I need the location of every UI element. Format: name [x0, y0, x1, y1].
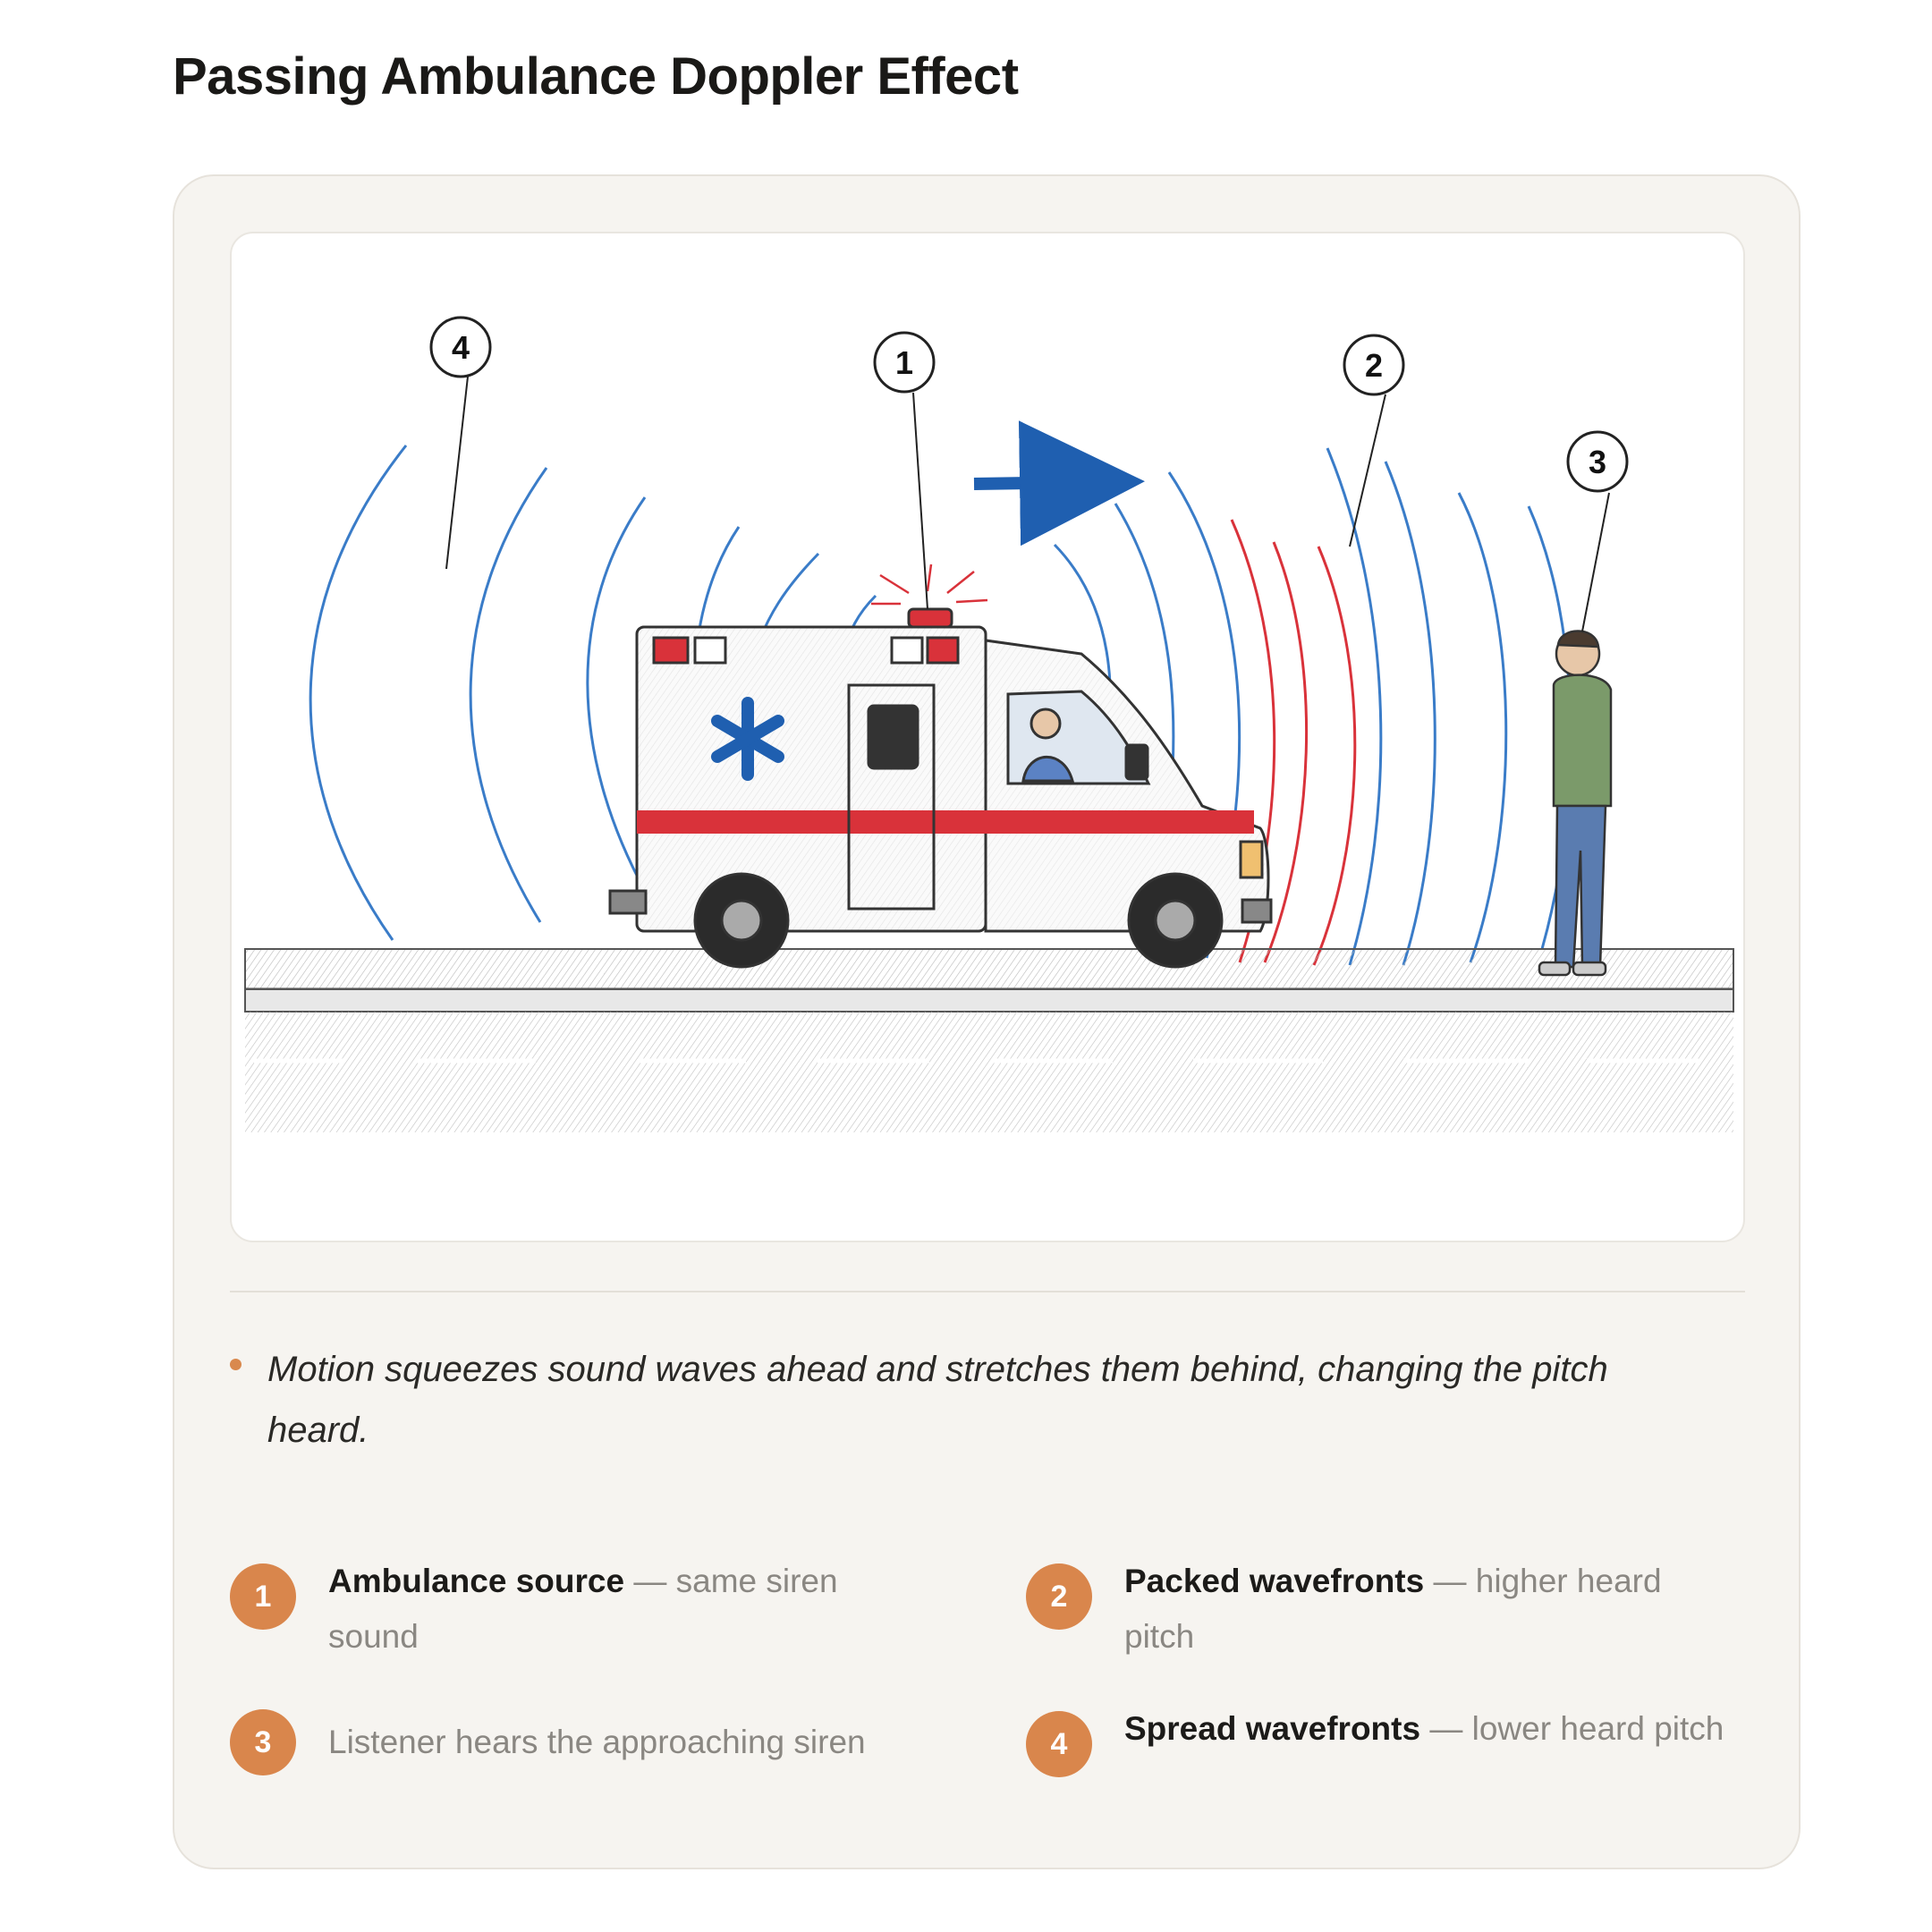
legend-text: Listener hears the approaching siren — [328, 1715, 936, 1770]
legend-separator: — — [624, 1563, 676, 1599]
legend-desc: Listener hears the approaching siren — [328, 1724, 866, 1760]
callout-3: 3 — [1566, 430, 1629, 493]
legend-badge: 4 — [1026, 1711, 1092, 1777]
street — [244, 948, 1734, 1132]
illustration-svg: 4 1 2 3 — [244, 316, 1734, 1132]
legend-separator: — — [1424, 1563, 1476, 1599]
bullet-dot — [230, 1359, 242, 1370]
divider — [230, 1291, 1745, 1292]
legend-text: Spread wavefronts — lower heard pitch — [1124, 1701, 1733, 1757]
legend-term: Ambulance source — [328, 1563, 625, 1599]
diagram-card: 4 1 2 3 Motion squeezes sound waves ahea… — [173, 174, 1801, 1869]
caption: Motion squeezes sound waves ahead and st… — [230, 1339, 1661, 1461]
svg-text:2: 2 — [1365, 347, 1383, 384]
doppler-illustration: 4 1 2 3 — [230, 232, 1745, 1242]
legend-desc: higher heard pitch — [1124, 1563, 1662, 1655]
legend-badge: 3 — [230, 1709, 296, 1775]
callout-1: 1 — [873, 331, 936, 394]
callout-lines — [445, 376, 1610, 632]
legend-term: Spread wavefronts — [1124, 1710, 1421, 1747]
legend-desc: same siren sound — [328, 1563, 838, 1655]
svg-text:1: 1 — [895, 344, 913, 381]
legend-separator: — — [1420, 1710, 1472, 1747]
legend-term: Packed wavefronts — [1124, 1563, 1425, 1599]
legend-badge: 1 — [230, 1563, 296, 1630]
svg-text:3: 3 — [1589, 444, 1606, 480]
siren-flash — [871, 564, 988, 606]
ambulance — [608, 607, 1273, 969]
legend-badge: 2 — [1026, 1563, 1092, 1630]
motion-arrow — [973, 420, 1145, 547]
legend-text: Packed wavefronts — higher heard pitch — [1124, 1554, 1733, 1665]
spread-wavefronts — [309, 445, 877, 941]
legend-text: Ambulance source — same siren sound — [328, 1554, 936, 1665]
star-of-life-icon — [711, 697, 784, 781]
svg-text:4: 4 — [452, 329, 470, 366]
listener — [1538, 630, 1613, 977]
page-title: Passing Ambulance Doppler Effect — [173, 47, 1019, 106]
callout-2: 2 — [1343, 334, 1405, 396]
legend-desc: lower heard pitch — [1471, 1710, 1724, 1747]
caption-text: Motion squeezes sound waves ahead and st… — [267, 1350, 1608, 1450]
callout-4: 4 — [429, 316, 492, 378]
